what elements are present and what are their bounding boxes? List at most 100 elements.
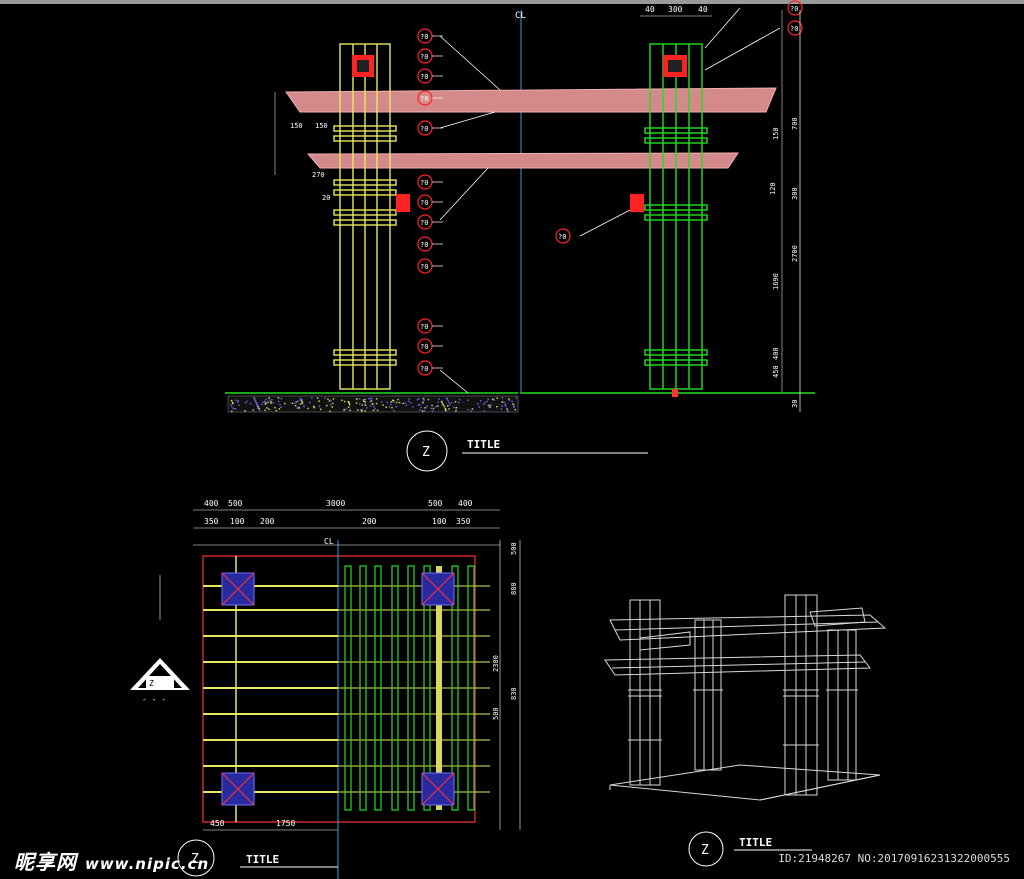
plan-dimensions: 400 500 3000 500 400 350 100 200 200 100 350 500 880… <box>204 499 518 828</box>
plan-rafter-green <box>344 565 352 811</box>
watermark-url: www.nipic.cn <box>84 855 210 873</box>
right-dim-text: 1690 <box>772 273 780 290</box>
plan-top-dim-text: 500 <box>228 499 243 508</box>
elevation-leaders <box>439 7 781 394</box>
callout-bubble <box>787 0 803 16</box>
plan-right-dim-text: 500 <box>510 542 518 555</box>
right-dim-text: 450 <box>772 365 780 378</box>
axon-columns <box>629 594 857 796</box>
axon-title: TITLE <box>739 836 772 849</box>
plan-rafter-green <box>451 565 459 811</box>
plan-rafter-green <box>374 565 382 811</box>
top-dim-text: 40 <box>698 5 708 14</box>
plan-right-dim-text: 500 <box>492 707 500 720</box>
right-column <box>644 43 708 390</box>
left-dim-text: 20 <box>322 194 330 202</box>
callout-text: ?0 <box>420 323 428 331</box>
svg-text:- - -: - - - <box>142 695 166 704</box>
left-column-cap-inner <box>357 60 369 72</box>
right-dim-text: 700 <box>791 117 799 130</box>
ground-speckle <box>230 397 518 413</box>
axon-symbol: Z <box>701 843 709 858</box>
plan-right-dim-text: 830 <box>510 687 518 700</box>
callout-text: ?0 <box>790 5 798 13</box>
plan-bottom-dim-text: 1750 <box>276 819 295 828</box>
plan-top-dim2-text: 350 <box>456 517 471 526</box>
left-column <box>333 43 397 390</box>
left-dim-text: 270 <box>312 171 325 179</box>
axon-bands <box>628 689 858 746</box>
callout-text: ?0 <box>420 219 428 227</box>
plan-top-dim2-text: 100 <box>230 517 245 526</box>
watermark-id: ID:21948267 NO:20170916231322000555 <box>778 852 1010 865</box>
plan-top-dim-text: 500 <box>428 499 443 508</box>
elevation-callouts: ?0?0?0?0?0?0?0?0?0?0?0?0?0?0?0?0 <box>417 0 803 376</box>
callout-text: ?0 <box>558 233 566 241</box>
plan-top-dim2-text: 100 <box>432 517 447 526</box>
plan-right-dim-text: 880 <box>510 582 518 595</box>
right-column-cap-inner <box>668 60 682 72</box>
plan-top-dim-text: 400 <box>204 499 219 508</box>
plan-top-dim2-text: 200 <box>260 517 275 526</box>
elevation-view: CL <box>225 0 815 472</box>
svg-text:Z: Z <box>149 679 154 688</box>
plan-beams <box>203 556 490 822</box>
plan-rafter-green <box>391 565 399 811</box>
callout-bubble <box>787 20 803 36</box>
callout-text: ?0 <box>790 25 798 33</box>
north-arrow: Z - - - <box>130 658 190 704</box>
watermark-brand-text: 昵享网 <box>14 850 77 874</box>
plan-rafter-green <box>423 565 431 811</box>
plan-bottom-dim-text: 450 <box>210 819 225 828</box>
window-top-border <box>0 0 1024 4</box>
plan-rafter-green <box>467 565 475 811</box>
plan-rafter-green <box>407 565 415 811</box>
plan-symbol: Z <box>191 852 199 867</box>
plan-dimension-lines <box>159 509 521 831</box>
callout-text: ?0 <box>420 53 428 61</box>
top-dim-text: 300 <box>668 5 683 14</box>
callout-text: ?0 <box>420 241 428 249</box>
callout-bubble <box>555 228 571 244</box>
elevation-symbol-circle <box>406 430 448 472</box>
plan-right-dim-text: 2300 <box>492 655 500 672</box>
callout-text: ?0 <box>420 125 428 133</box>
callout-text: ?0 <box>420 263 428 271</box>
plan-top-dim2-text: 350 <box>204 517 219 526</box>
plan-view: CL Z - - - 400 500 3000 500 400 350 100 200 200 1… <box>130 499 521 879</box>
plan-title: TITLE <box>246 853 279 866</box>
plan-top-dim2-text: 200 <box>362 517 377 526</box>
elevation-title: TITLE <box>467 438 500 451</box>
right-dim-text: 150 <box>772 127 780 140</box>
right-bolt-detail <box>630 194 644 212</box>
callout-text: ?0 <box>420 73 428 81</box>
right-column-base-marker <box>672 389 678 397</box>
callout-text: ?0 <box>420 365 428 373</box>
axon-beams <box>604 607 887 676</box>
top-dim-text: 40 <box>645 5 655 14</box>
axonometric-view <box>604 594 887 801</box>
right-dim-text: 2700 <box>791 245 799 262</box>
plan-top-dim-text: 400 <box>458 499 473 508</box>
plan-rafter-green <box>359 565 367 811</box>
left-dim-text: 150 <box>315 122 328 130</box>
watermark-brand: 昵享网 www.nipic.cn <box>14 846 209 875</box>
callout-text: ?0 <box>420 179 428 187</box>
elevation-symbol: Z <box>422 445 430 460</box>
right-dim-text: 30 <box>791 400 799 408</box>
left-bolt-detail <box>396 194 410 212</box>
callout-text: ?0 <box>420 33 428 41</box>
axon-symbol-circle <box>688 831 724 867</box>
right-dim-text: 300 <box>791 187 799 200</box>
plan-top-dim-text: 3000 <box>326 499 345 508</box>
callout-text: ?0 <box>420 343 428 351</box>
plan-symbol-circle <box>177 839 215 877</box>
upper-beam <box>285 87 777 113</box>
right-dim-text: 120 <box>769 182 777 195</box>
left-dim-text: 150 <box>290 122 303 130</box>
plan-center-label: CL <box>324 537 334 546</box>
plan-posts <box>221 572 455 806</box>
plan-ridge-beam <box>436 566 442 810</box>
